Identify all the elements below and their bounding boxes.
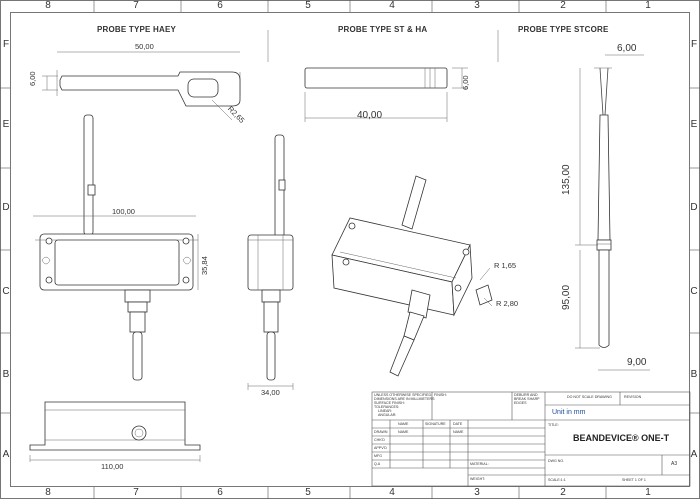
tb-scale: SCALE:1:1 bbox=[548, 478, 566, 482]
ruler-row-c-right: C bbox=[690, 286, 698, 297]
ruler-row-e-left: E bbox=[2, 119, 10, 130]
dim-stcore-bottom: 9,00 bbox=[627, 357, 647, 368]
tb-note-1: UNLESS OTHERWISE SPECIFIED: bbox=[374, 393, 433, 397]
ruler-col-3-bottom: 3 bbox=[474, 487, 480, 498]
tb-dwg-no: DWG NO. bbox=[548, 459, 565, 463]
probe-st-ha-drawing bbox=[304, 67, 468, 122]
ruler-row-f-right: F bbox=[690, 39, 698, 50]
tb-row-chkd: CHK'D bbox=[374, 438, 385, 442]
tb-title: BEANDEVICE® ONE-T bbox=[573, 433, 670, 443]
ruler-row-b-right: B bbox=[690, 369, 698, 380]
dim-st-ha-diameter: 6,00 bbox=[461, 75, 470, 90]
ruler-row-c-left: C bbox=[2, 286, 10, 297]
isometric-view-drawing bbox=[331, 175, 493, 377]
dim-iso-r1: R 1,65 bbox=[494, 261, 517, 270]
ruler-col-2-bottom: 2 bbox=[560, 487, 566, 498]
tb-title-label: TITLE: bbox=[548, 423, 559, 427]
probe-stcore-drawing bbox=[575, 54, 650, 371]
ruler-col-3-top: 3 bbox=[474, 0, 480, 11]
tb-deburr-2: BREAK SHARP bbox=[514, 397, 540, 401]
tb-revision: REVISION bbox=[624, 395, 642, 399]
ruler-col-2-top: 2 bbox=[560, 0, 566, 11]
ruler-col-7-top: 7 bbox=[133, 0, 139, 11]
tb-material: MATERIAL: bbox=[470, 462, 489, 466]
tb-row-drawn-date: NAME bbox=[453, 430, 464, 434]
dim-haey-height: 6,00 bbox=[28, 71, 37, 86]
ruler-col-7-bottom: 7 bbox=[133, 487, 139, 498]
dim-front-width: 100,00 bbox=[112, 207, 135, 216]
dim-bottom-width: 110,00 bbox=[101, 462, 124, 471]
tb-row-appvd: APPV'D bbox=[374, 446, 387, 450]
tb-col-date: DATE bbox=[453, 422, 463, 426]
ruler-row-b-left: B bbox=[2, 369, 10, 380]
tb-weight: WEIGHT: bbox=[470, 477, 485, 481]
ruler-col-6-top: 6 bbox=[217, 0, 223, 11]
ruler-col-5-top: 5 bbox=[305, 0, 311, 11]
tb-finish: FINISH: bbox=[434, 393, 447, 397]
tb-row-mfg: MFG bbox=[374, 454, 382, 458]
tb-deburr-1: DEBURR AND bbox=[514, 393, 538, 397]
heading-probe-stcore: PROBE TYPE STCORE bbox=[518, 25, 609, 34]
ruler-col-4-bottom: 4 bbox=[389, 487, 395, 498]
tb-size: A3 bbox=[671, 461, 678, 467]
dim-side-width: 34,00 bbox=[261, 388, 280, 397]
ruler-col-1-bottom: 1 bbox=[645, 487, 651, 498]
title-block-lines bbox=[371, 391, 691, 487]
ruler-col-1-top: 1 bbox=[645, 0, 651, 11]
ruler-col-4-top: 4 bbox=[389, 0, 395, 11]
ruler-col-8-bottom: 8 bbox=[45, 487, 51, 498]
tb-note-2: DIMENSIONS ARE IN MILLIMETERS bbox=[374, 397, 435, 401]
ruler-row-d-left: D bbox=[2, 202, 10, 213]
tb-row-drawn-name: NAME bbox=[398, 430, 409, 434]
tb-col-name: NAME bbox=[398, 422, 409, 426]
ruler-row-a-right: A bbox=[690, 449, 698, 460]
dim-st-ha-length: 40,00 bbox=[357, 110, 383, 121]
front-view-drawing bbox=[33, 114, 199, 381]
ruler-col-8-top: 8 bbox=[45, 0, 51, 11]
dim-iso-r2: R 2,80 bbox=[496, 299, 519, 308]
dim-front-height: 35,84 bbox=[200, 256, 209, 275]
dim-haey-length: 50,00 bbox=[135, 42, 154, 51]
heading-probe-st-ha: PROBE TYPE ST & HA bbox=[338, 25, 428, 34]
ruler-row-e-right: E bbox=[690, 119, 698, 130]
heading-probe-haey: PROBE TYPE HAEY bbox=[97, 25, 177, 34]
side-view-drawing bbox=[247, 134, 294, 390]
tb-unit: Unit in mm bbox=[552, 409, 586, 416]
bottom-view-drawing bbox=[29, 401, 201, 462]
tb-row-qa: Q.A bbox=[374, 462, 381, 466]
tb-note-5: LINEAR: bbox=[378, 409, 392, 413]
tb-note-4: TOLERANCES: bbox=[374, 405, 400, 409]
tb-note-3: SURFACE FINISH: bbox=[374, 401, 405, 405]
ruler-row-f-left: F bbox=[2, 39, 10, 50]
tb-row-drawn: DRAWN bbox=[374, 430, 388, 434]
ruler-col-6-bottom: 6 bbox=[217, 487, 223, 498]
dim-stcore-95: 95,00 bbox=[561, 284, 572, 310]
tb-do-not-scale: DO NOT SCALE DRAWING bbox=[567, 395, 612, 399]
probe-haey-drawing bbox=[42, 51, 241, 121]
tb-deburr-3: EDGES bbox=[514, 401, 527, 405]
tb-sheet: SHEET 1 OF 1 bbox=[622, 478, 646, 482]
ruler-row-a-left: A bbox=[2, 449, 10, 460]
tb-note-6: ANGULAR: bbox=[378, 413, 397, 417]
ruler-col-5-bottom: 5 bbox=[305, 487, 311, 498]
dim-stcore-135: 135,00 bbox=[561, 164, 572, 195]
ruler-row-d-right: D bbox=[690, 202, 698, 213]
tb-col-signature: SIGNATURE bbox=[425, 422, 446, 426]
dim-stcore-top: 6,00 bbox=[617, 43, 637, 54]
